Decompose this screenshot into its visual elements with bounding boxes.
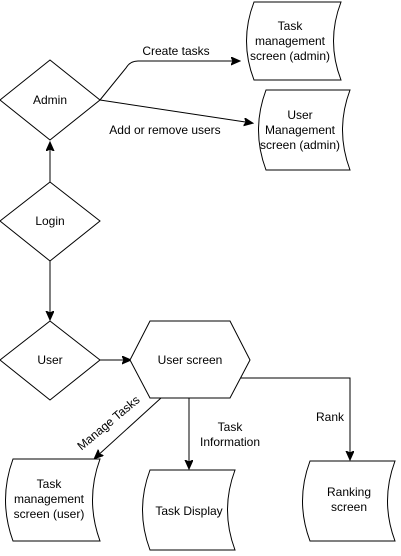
node-user-screen-label: User screen [158,353,223,367]
node-ranking-screen[interactable]: Ranking screen [302,460,396,542]
node-task-mgmt-user-line2: management [14,492,85,506]
node-login[interactable]: Login [0,181,101,262]
edge-label-add-remove-users: Add or remove users [109,123,220,137]
edge-label-rank: Rank [316,410,345,424]
edge-user-screen-to-ranking-screen [232,377,350,459]
node-user[interactable]: User [0,320,101,401]
node-admin[interactable]: Admin [0,59,101,141]
node-admin-label: Admin [33,93,67,107]
node-task-mgmt-admin-line3: screen (admin) [250,49,330,63]
node-task-display-label: Task Display [155,504,222,518]
node-ranking-screen-line2: screen [331,500,367,514]
node-ranking-screen-line1: Ranking [327,485,371,499]
edge-label-manage-tasks: Manage Tasks [74,393,142,453]
edge-admin-to-user-mgmt-admin [99,99,252,123]
node-task-display[interactable]: Task Display [142,469,236,551]
node-user-mgmt-admin-line2: Management [265,123,336,137]
node-user-label: User [37,353,62,367]
node-user-mgmt-admin-line1: User [287,108,312,122]
node-task-mgmt-admin-line1: Task [278,19,304,33]
edge-user-screen-to-task-mgmt-user [95,397,162,458]
node-task-mgmt-admin[interactable]: Task management screen (admin) [246,1,342,81]
edge-label-task-information-1: Task [218,420,244,434]
node-user-mgmt-admin-line3: screen (admin) [260,138,340,152]
node-task-mgmt-user[interactable]: Task management screen (user) [5,458,101,542]
node-user-screen[interactable]: User screen [129,320,251,399]
edge-admin-to-task-mgmt-admin [99,61,239,101]
node-user-mgmt-admin[interactable]: User Management screen (admin) [258,89,351,171]
edge-label-task-information-2: Information [200,435,260,449]
edge-label-create-tasks: Create tasks [142,44,209,58]
node-task-mgmt-admin-line2: management [255,34,326,48]
node-task-mgmt-user-line1: Task [37,477,63,491]
node-task-mgmt-user-line3: screen (user) [14,507,85,521]
node-login-label: Login [35,214,64,228]
